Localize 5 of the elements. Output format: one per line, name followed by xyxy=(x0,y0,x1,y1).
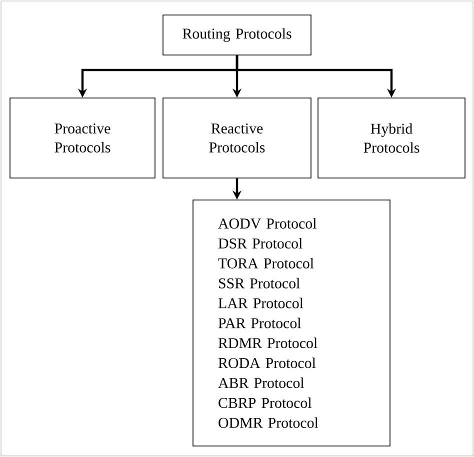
process-box: Proactive Protocols xyxy=(10,98,156,178)
process-box: Reactive Protocols xyxy=(162,98,312,178)
process-box: Hybrid Protocols xyxy=(318,98,466,178)
list-box: AODV Protocol DSR Protocol TORA Protocol SSR Protocol LAR Protocol PAR Protocol RDMR Protocol RODA Protocol ABR Protocol CBRP Protocol ODMR Protocol xyxy=(192,200,390,446)
process-box: Routing Protocols xyxy=(162,14,312,56)
